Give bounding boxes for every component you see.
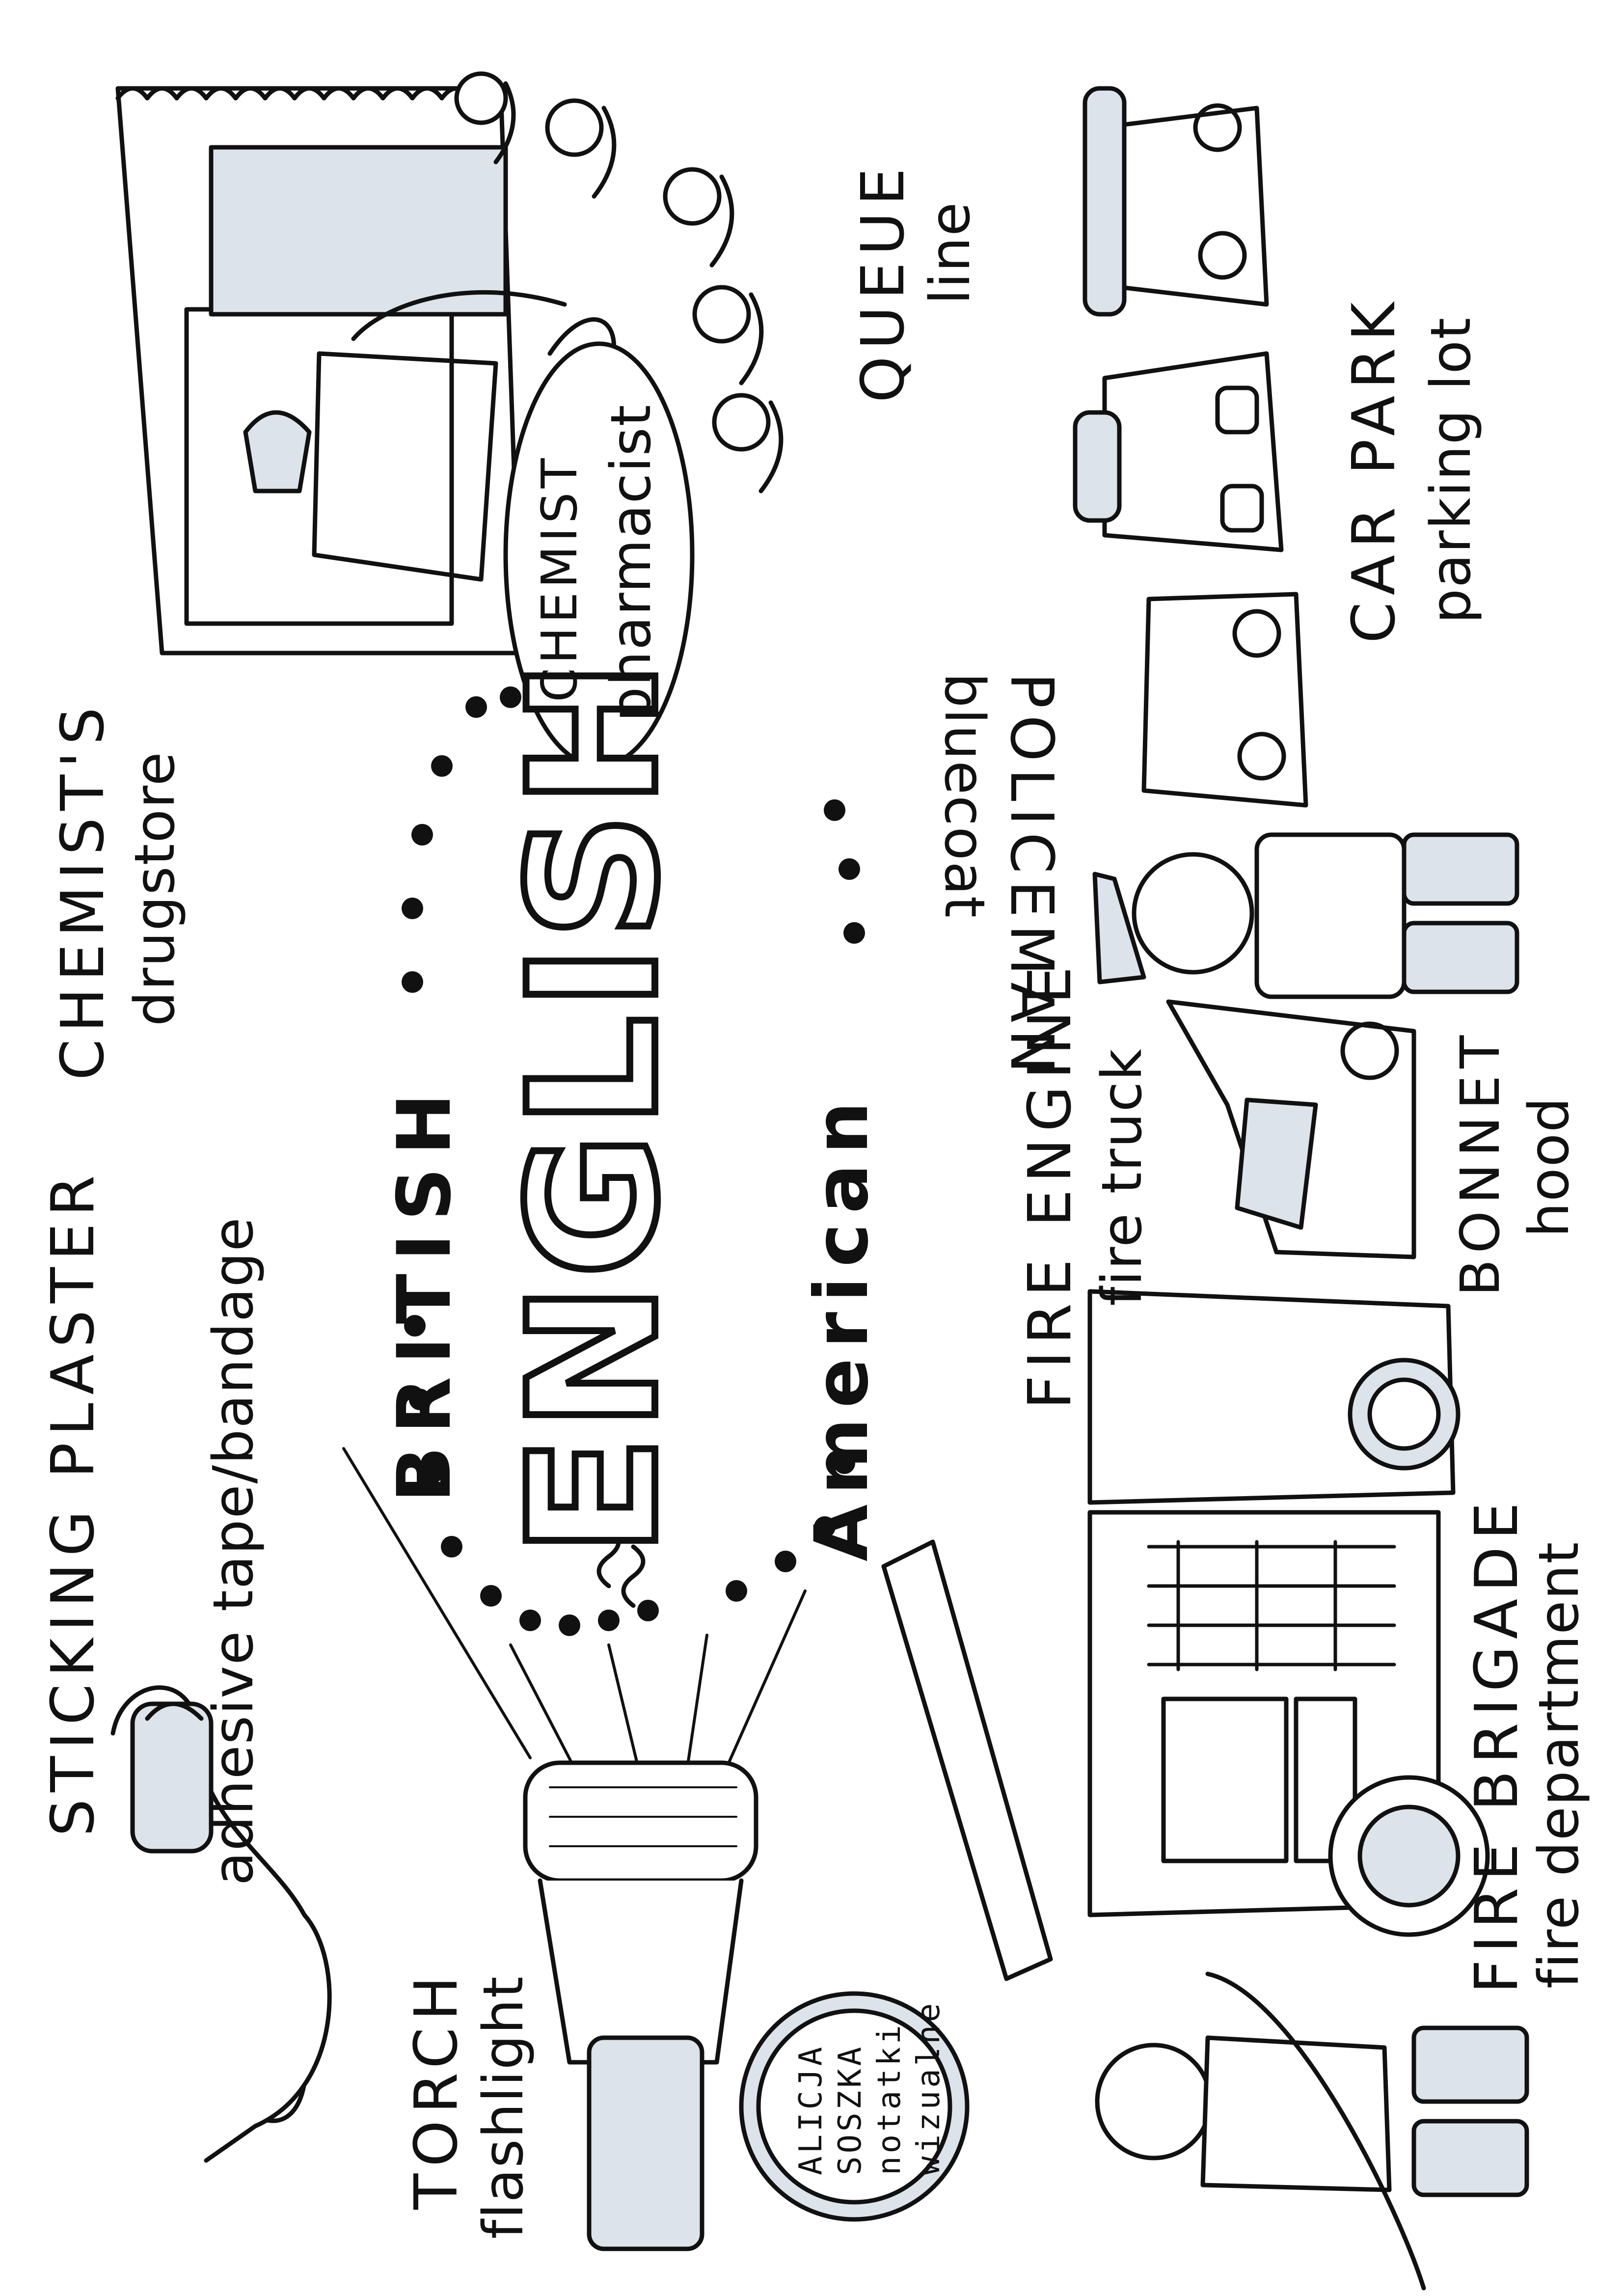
label-pharmacist: pharmacist [599,404,663,722]
label-fire-brigade: FIRE BRIGADE [1463,1495,1531,1994]
title-dot-ring [402,686,865,1636]
signature-line-1: ALICJA [793,2044,829,2175]
title-english: ENGLISH [487,651,700,1560]
label-bonnet: BONNET [1449,1028,1512,1296]
label-queue: QUEUE [849,161,918,403]
label-fire-engine: FIRE ENGINE [1016,959,1084,1409]
label-bluecoat: bluecoat [932,673,996,919]
finger-plaster-icon [110,1685,332,2163]
label-torch: TORCH [403,1969,471,2210]
label-fire-truck: fire truck [1090,1047,1154,1306]
car-bonnet-icon [1166,999,1416,1259]
signature-line-2: SOSZKA [832,2044,868,2175]
car-icon [1073,351,1284,552]
label-car-park: CAR PARK [1340,295,1408,643]
torch-beam-lines [342,1447,807,1779]
label-sticking-plaster: STICKING PLASTER [39,1168,108,1836]
signature-line-3: notatki [871,2022,908,2175]
tilde-left [596,1525,621,1588]
label-hood: hood [1517,1096,1581,1237]
label-chemist: CHEMIST [531,454,588,702]
label-parking-lot: parking lot [1419,317,1483,624]
label-drugstore: drugstore [123,751,187,1027]
car-icon [1141,592,1308,808]
torch-icon [523,1760,758,2251]
car-icon [1083,86,1269,317]
signature-line-4: wizualne [911,2000,947,2175]
title-american: American [799,1092,885,1561]
label-flashlight: flashlight [472,1975,536,2239]
label-fire-department: fire department [1527,1541,1591,1989]
firefighter-icon [1095,1971,1529,2291]
policeman-icon [1092,832,1519,999]
fire-engine-icon [881,1289,1490,1981]
label-line: line [919,201,982,304]
label-adhesive-tape-bandage: adhesive tape/bandage [202,1216,266,1886]
shop-icon [115,86,616,656]
chemist-speech-bubble [503,341,695,768]
signature-badge [739,1991,970,2222]
label-chemists: CHEMIST'S [49,700,117,1080]
title-british: BRITISH [382,1080,467,1503]
queue-icon [454,71,784,493]
tilde-bottom [621,1544,646,1608]
